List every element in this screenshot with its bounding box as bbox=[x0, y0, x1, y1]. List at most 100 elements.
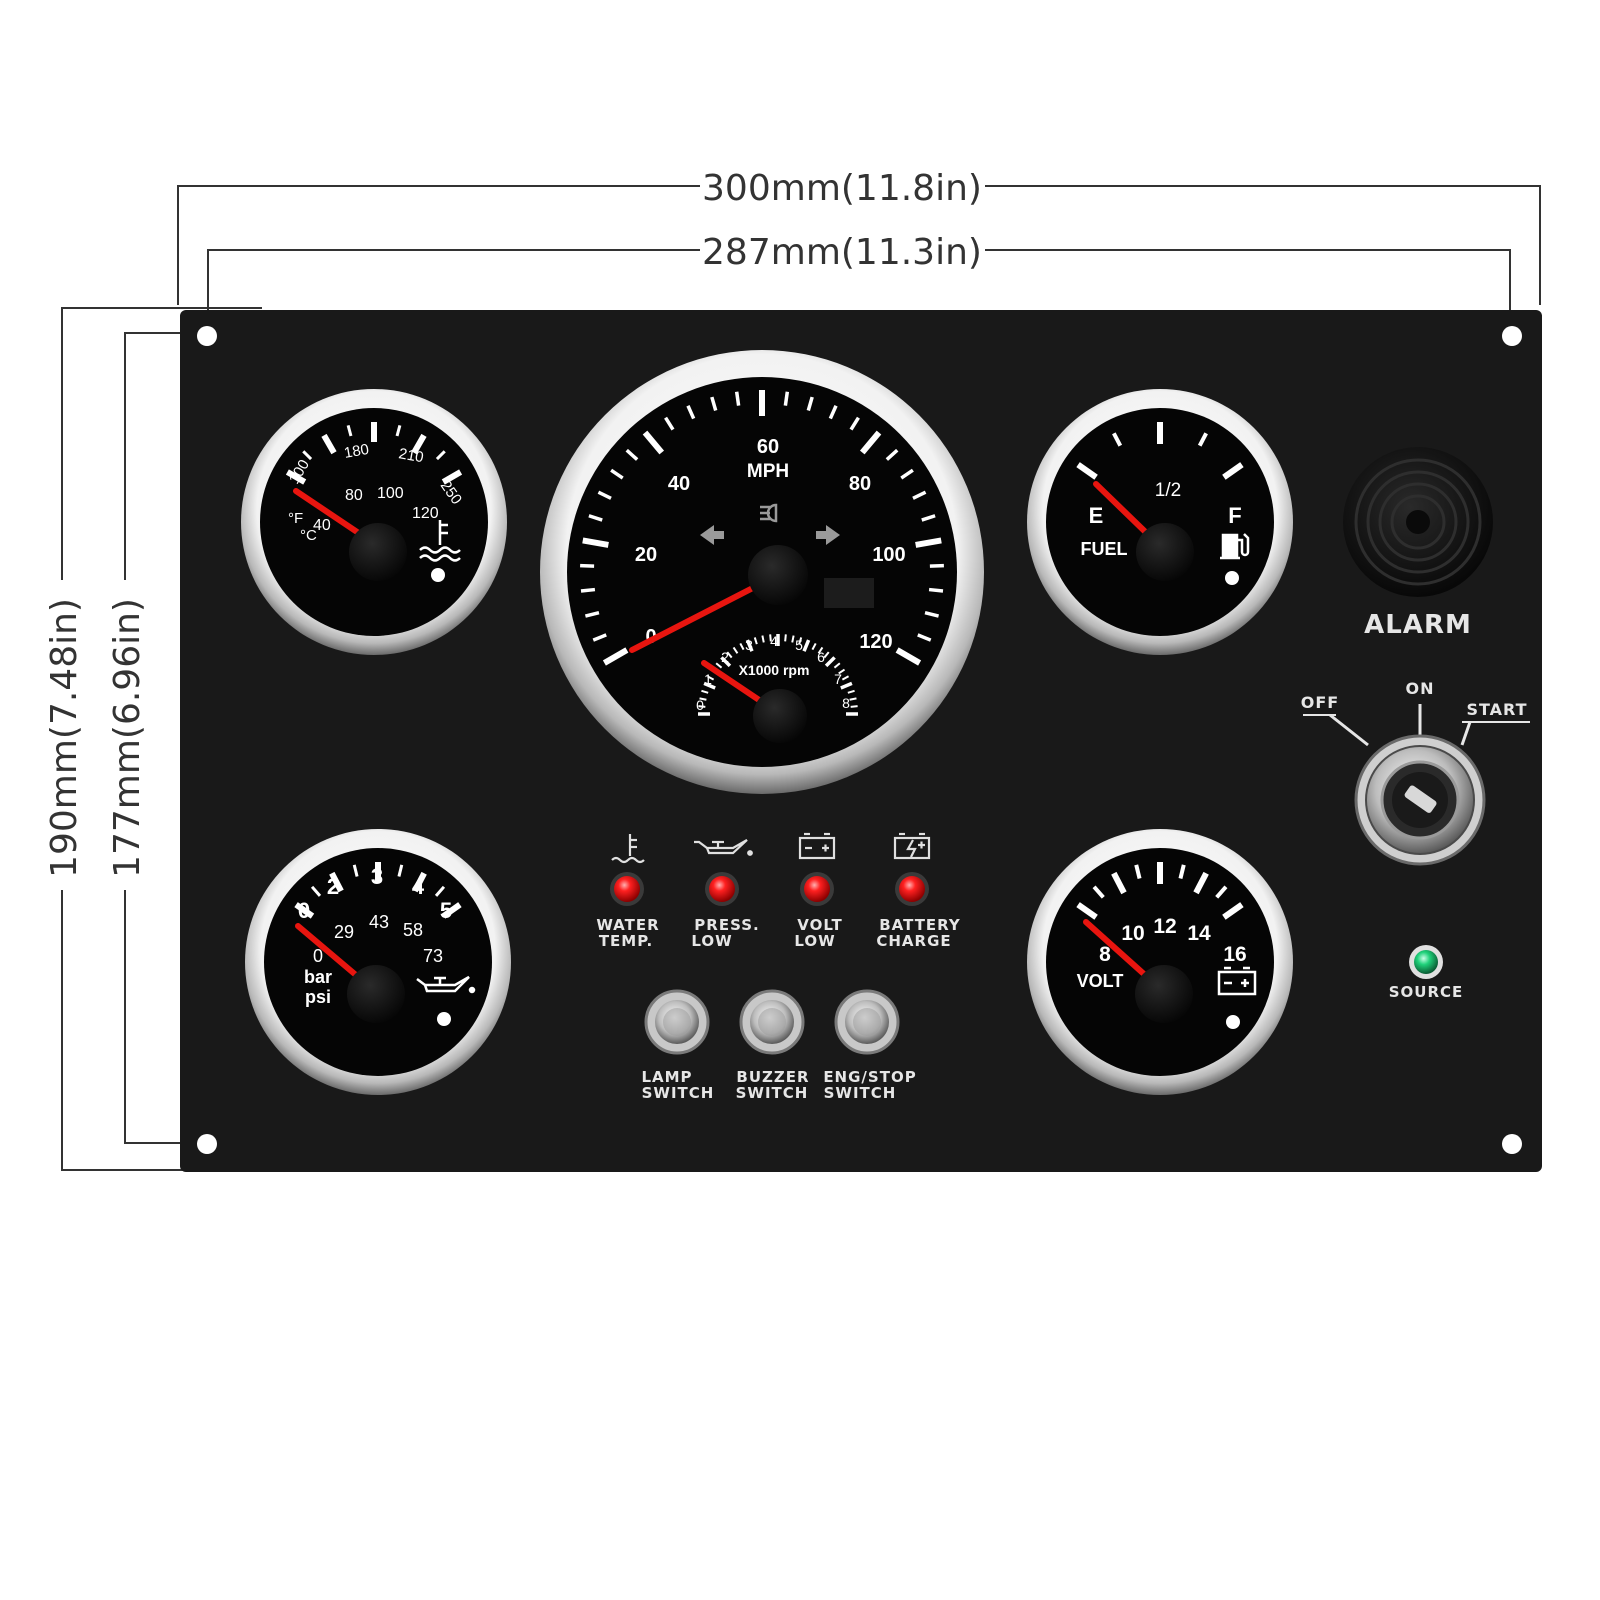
hole-height-dimension: 177mm(6.96in) bbox=[107, 598, 148, 878]
tick-mark bbox=[1197, 432, 1208, 447]
speed-needle-hub bbox=[748, 545, 808, 605]
tick-mark bbox=[917, 633, 932, 642]
tach-label-7: 7 bbox=[834, 671, 842, 687]
press-low-label-line1: PRESS. bbox=[694, 916, 759, 934]
tick-mark bbox=[1112, 432, 1123, 447]
tick-mark bbox=[1092, 885, 1105, 899]
tick-mark bbox=[610, 468, 624, 480]
tick-mark bbox=[701, 689, 709, 694]
tick-mark bbox=[885, 448, 899, 461]
tick-mark bbox=[310, 885, 322, 897]
eng-stop-switch-label-line2: SWITCH bbox=[824, 1084, 897, 1102]
fuel-empty-label: E bbox=[1089, 503, 1104, 528]
volt-low-label-line2: LOW bbox=[794, 932, 835, 950]
temp-f-210: 210 bbox=[397, 445, 425, 466]
tick-mark bbox=[806, 396, 814, 411]
volt-label-16: 16 bbox=[1223, 943, 1246, 966]
water-temperature-gauge: 100 180 210 250 40 80 100 120 °F °C bbox=[241, 389, 507, 655]
source-indicator: SOURCE bbox=[1389, 945, 1464, 1001]
needle-hub bbox=[1135, 965, 1193, 1023]
tick-mark bbox=[397, 864, 404, 877]
key-slot[interactable] bbox=[1403, 784, 1437, 814]
press-psi-58: 58 bbox=[403, 920, 423, 940]
tach-label-1: 1 bbox=[704, 671, 712, 687]
temp-c-40: 40 bbox=[313, 517, 331, 534]
speed-label-120: 120 bbox=[859, 631, 892, 653]
tick-mark bbox=[1193, 871, 1209, 895]
tach-unit: X1000 rpm bbox=[739, 662, 810, 678]
buzzer-switch[interactable] bbox=[739, 989, 805, 1055]
gauge-ticks bbox=[1076, 862, 1244, 920]
tick-mark bbox=[824, 656, 836, 668]
tick-mark bbox=[329, 871, 344, 893]
fuel-full-label: F bbox=[1228, 503, 1241, 528]
tick-mark bbox=[817, 646, 824, 654]
fuel-label: FUEL bbox=[1081, 539, 1128, 559]
tick-mark bbox=[588, 514, 603, 522]
buzzer-switch-label-line2: SWITCH bbox=[736, 1084, 809, 1102]
tick-mark bbox=[321, 433, 337, 455]
ignition-off-label: OFF bbox=[1301, 693, 1339, 712]
source-label: SOURCE bbox=[1389, 983, 1464, 1001]
alarm-label: ALARM bbox=[1364, 610, 1472, 640]
tick-mark bbox=[720, 656, 732, 668]
tick-mark bbox=[849, 416, 860, 431]
speed-label-20: 20 bbox=[635, 544, 657, 566]
press-unit-bar: bar bbox=[304, 967, 332, 987]
press-bar-0: 0 bbox=[298, 898, 310, 923]
source-lamp bbox=[1414, 950, 1438, 974]
tick-mark bbox=[1222, 902, 1244, 920]
press-low-label-line2: LOW bbox=[691, 932, 732, 950]
tick-mark bbox=[699, 697, 707, 701]
tick-mark bbox=[706, 675, 715, 681]
lamp-switch-label-line1: LAMP bbox=[641, 1068, 692, 1086]
tach-label-4: 4 bbox=[770, 633, 778, 649]
eng-stop-switch-label-line1: ENG/STOP bbox=[823, 1068, 916, 1086]
lamp-switch[interactable] bbox=[644, 989, 710, 1055]
volt-label: VOLT bbox=[1077, 971, 1124, 991]
oil-can-icon bbox=[694, 839, 753, 856]
tick-mark bbox=[352, 864, 359, 877]
tick-mark bbox=[1215, 885, 1228, 899]
tick-mark bbox=[811, 642, 817, 651]
speed-label-100: 100 bbox=[872, 544, 905, 566]
speed-label-60: 60 bbox=[757, 436, 779, 458]
tick-mark bbox=[703, 681, 716, 690]
tick-mark bbox=[441, 469, 463, 485]
battery-charge-label-line2: CHARGE bbox=[876, 932, 951, 950]
tick-mark bbox=[734, 391, 741, 406]
tick-mark bbox=[921, 514, 936, 522]
tick-mark bbox=[726, 651, 733, 659]
mounting-hole bbox=[1502, 1134, 1522, 1154]
tick-mark bbox=[828, 405, 838, 420]
speed-unit: MPH bbox=[747, 461, 789, 482]
gauge-indicator-dot bbox=[1225, 571, 1239, 585]
tach-label-0: 0 bbox=[696, 697, 704, 713]
volt-label-10: 10 bbox=[1121, 922, 1144, 945]
tick-mark bbox=[346, 425, 353, 437]
oil-can-icon bbox=[416, 975, 476, 994]
needle-hub bbox=[1136, 523, 1194, 581]
eng-stop-switch[interactable] bbox=[834, 989, 900, 1055]
tick-mark bbox=[924, 610, 940, 618]
tick-mark bbox=[823, 651, 830, 659]
ignition-key-switch[interactable]: OFF ON START bbox=[1301, 679, 1530, 866]
tick-mark bbox=[642, 430, 665, 455]
battery-charge-warning-lamp bbox=[899, 876, 925, 902]
tick-mark bbox=[732, 646, 739, 654]
outer-height-dimension: 190mm(7.48in) bbox=[44, 598, 85, 878]
water-temp-label-line1: WATER bbox=[596, 916, 659, 934]
mounting-holes bbox=[197, 326, 1522, 1154]
gauge-ticks bbox=[285, 422, 463, 485]
coolant-temperature-icon bbox=[419, 520, 461, 562]
mounting-hole bbox=[197, 1134, 217, 1154]
needle-hub bbox=[349, 523, 407, 581]
tick-mark bbox=[1134, 864, 1142, 879]
tick-mark bbox=[761, 635, 765, 643]
tick-mark bbox=[841, 675, 850, 681]
tick-mark bbox=[838, 668, 846, 675]
warning-lights: WATER TEMP. PRESS. LOW VOLT LOW BATTERY … bbox=[596, 832, 960, 950]
tach-label-5: 5 bbox=[795, 637, 803, 653]
tick-mark bbox=[592, 633, 607, 642]
speed-label-80: 80 bbox=[849, 473, 871, 495]
